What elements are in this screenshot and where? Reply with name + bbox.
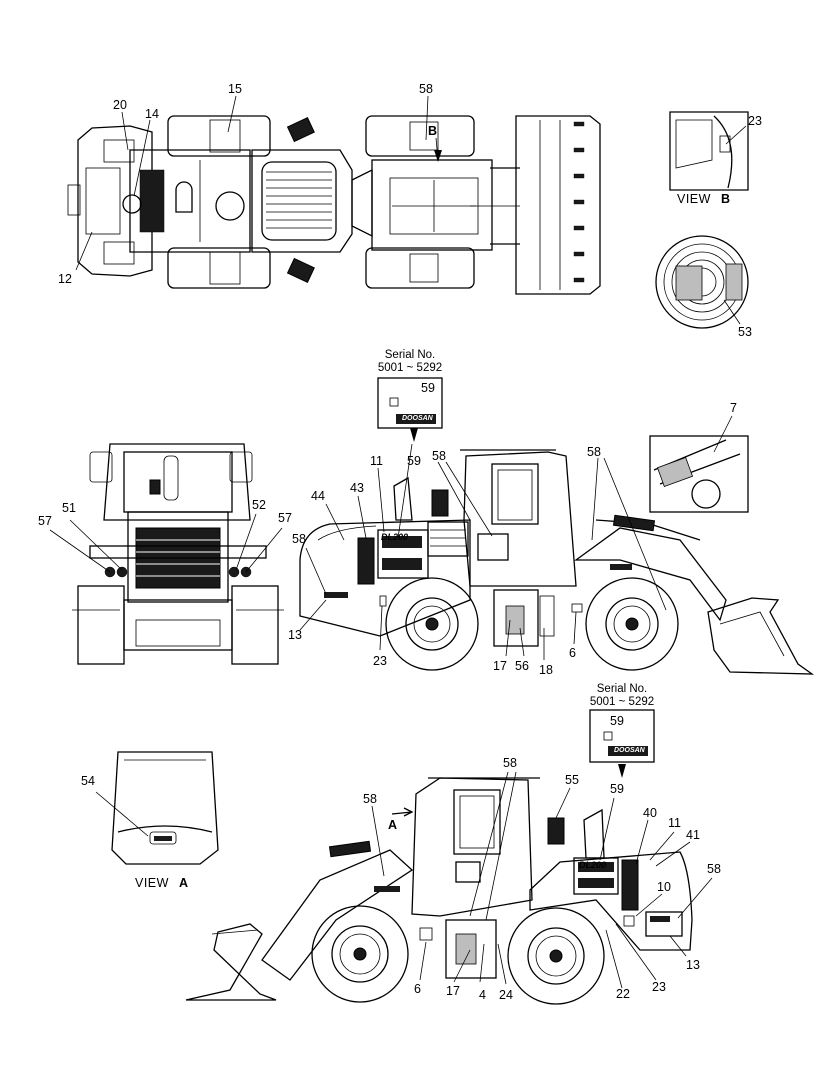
top-view-drawing (67, 95, 601, 295)
callout-41: 41 (686, 828, 700, 842)
callout-23-left: 23 (652, 980, 666, 994)
doosan-logo-1: DOOSAN (402, 415, 433, 422)
serial-no-2-heading: Serial No. 5001 ~ 5292 (589, 683, 655, 708)
callout-11-left: 11 (668, 816, 681, 830)
callout-15: 15 (228, 82, 242, 96)
callout-53: 53 (738, 325, 752, 339)
callout-59-serial-1: 59 (421, 381, 435, 395)
model-badge-left: DL200 (579, 860, 607, 870)
callout-43: 43 (350, 481, 364, 495)
right-side-view-drawing (299, 443, 815, 675)
callout-58-left-a: 58 (363, 792, 377, 806)
callout-17-left: 17 (446, 984, 460, 998)
callout-58-top: 58 (419, 82, 433, 96)
callout-54: 54 (81, 774, 95, 788)
callout-6-left: 6 (414, 982, 421, 996)
serial-no-1-heading: Serial No. 5001 ~ 5292 (377, 349, 443, 374)
callout-18: 18 (539, 663, 553, 677)
callout-22: 22 (616, 987, 630, 1001)
doosan-logo-2: DOOSAN (614, 747, 645, 754)
callout-58-right-a: 58 (432, 449, 446, 463)
model-badge-right: DL200 (381, 532, 409, 542)
cooler-detail (655, 235, 749, 329)
callout-13-left: 13 (686, 958, 700, 972)
view-marker-b: B (428, 124, 438, 138)
callout-56: 56 (515, 659, 529, 673)
callout-23-right: 23 (373, 654, 387, 668)
view-a-drawing (95, 751, 219, 865)
callout-40: 40 (643, 806, 657, 820)
callout-14: 14 (145, 107, 159, 121)
callout-7: 7 (730, 401, 737, 415)
callout-58-left-c: 58 (707, 862, 721, 876)
callout-59-right: 59 (407, 454, 421, 468)
callout-6-right: 6 (569, 646, 576, 660)
callout-17-right: 17 (493, 659, 507, 673)
callout-13-right: 13 (288, 628, 302, 642)
callout-52: 52 (252, 498, 266, 512)
cylinder-detail (649, 415, 749, 513)
left-side-view-drawing (185, 771, 713, 1005)
callout-59-serial-2: 59 (610, 714, 624, 728)
callout-11-right: 11 (370, 454, 383, 468)
callout-58-right-c: 58 (292, 532, 306, 546)
callout-55: 55 (565, 773, 579, 787)
callout-4: 4 (479, 988, 486, 1002)
callout-24: 24 (499, 988, 513, 1002)
callout-57-left: 57 (38, 514, 52, 528)
callout-59-left: 59 (610, 782, 624, 796)
callout-44: 44 (311, 489, 325, 503)
view-marker-a: A (388, 818, 398, 832)
callout-58-left-b: 58 (503, 756, 517, 770)
callout-57-right: 57 (278, 511, 292, 525)
callout-58-right-b: 58 (587, 445, 601, 459)
callout-20: 20 (113, 98, 127, 112)
callout-10: 10 (657, 880, 671, 894)
view-b-detail (669, 111, 749, 191)
callout-51: 51 (62, 501, 76, 515)
callout-12: 12 (58, 272, 72, 286)
front-view-drawing (49, 443, 284, 665)
serial-label-1-box (377, 377, 443, 442)
serial-label-2-box (589, 709, 655, 778)
callout-23-view-b: 23 (748, 114, 762, 128)
